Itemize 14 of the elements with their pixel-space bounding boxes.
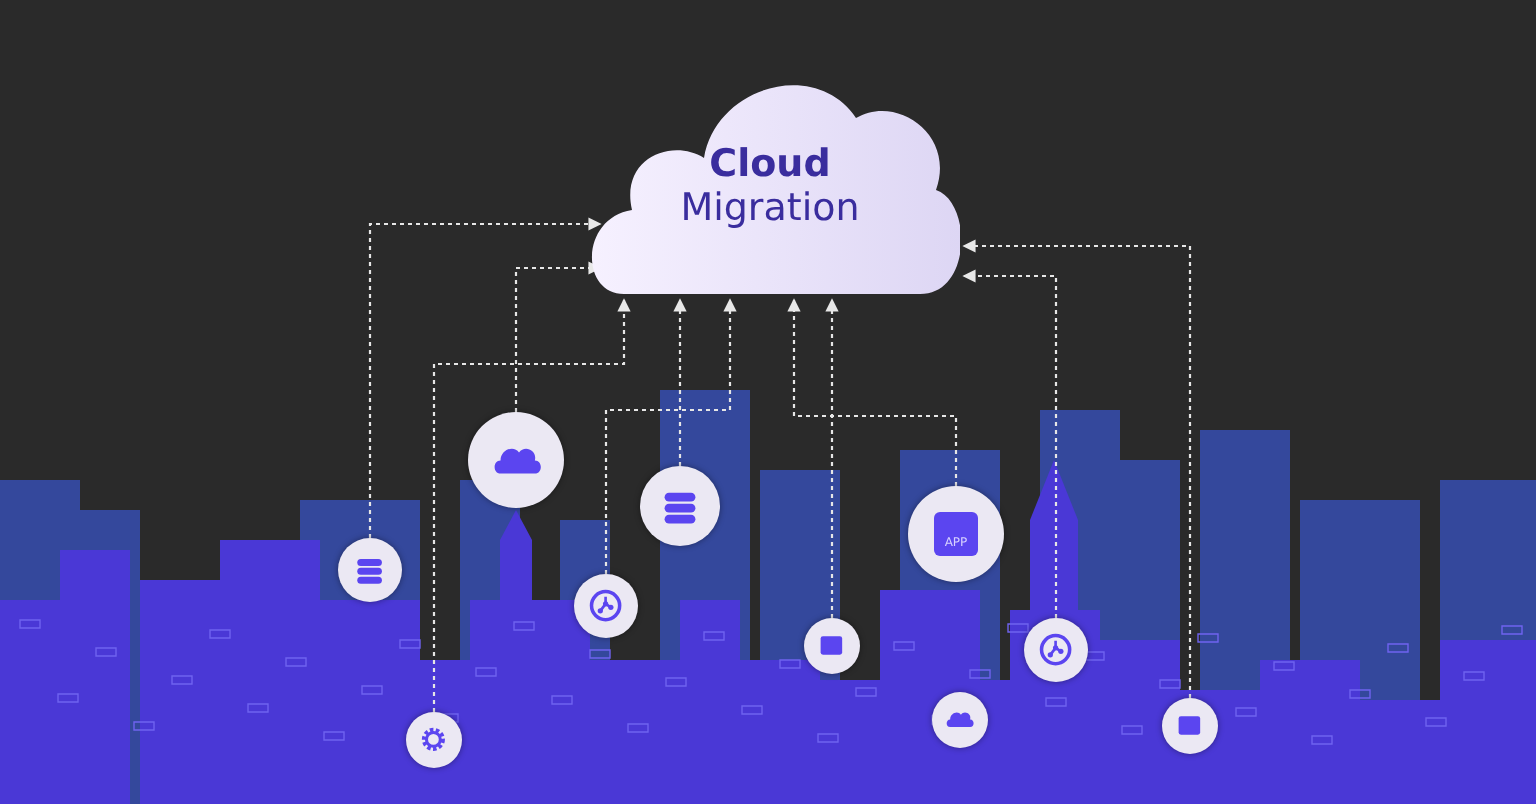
- dotted-arrow: [432, 298, 631, 712]
- dotted-arrow: [962, 269, 1058, 618]
- cloud-title: Cloud: [709, 142, 831, 186]
- cloud-subtitle: Migration: [680, 186, 860, 230]
- circle-node: [574, 574, 638, 638]
- circle-node: [468, 412, 564, 508]
- circle-node: [804, 618, 860, 674]
- dotted-arrow: [368, 217, 602, 538]
- circle-node: [640, 466, 720, 546]
- dotted-arrow: [825, 298, 839, 618]
- dotted-arrow: [962, 239, 1192, 698]
- dotted-arrow: [604, 298, 737, 574]
- dotted-arrow: [787, 298, 958, 486]
- dotted-arrow: [673, 298, 687, 466]
